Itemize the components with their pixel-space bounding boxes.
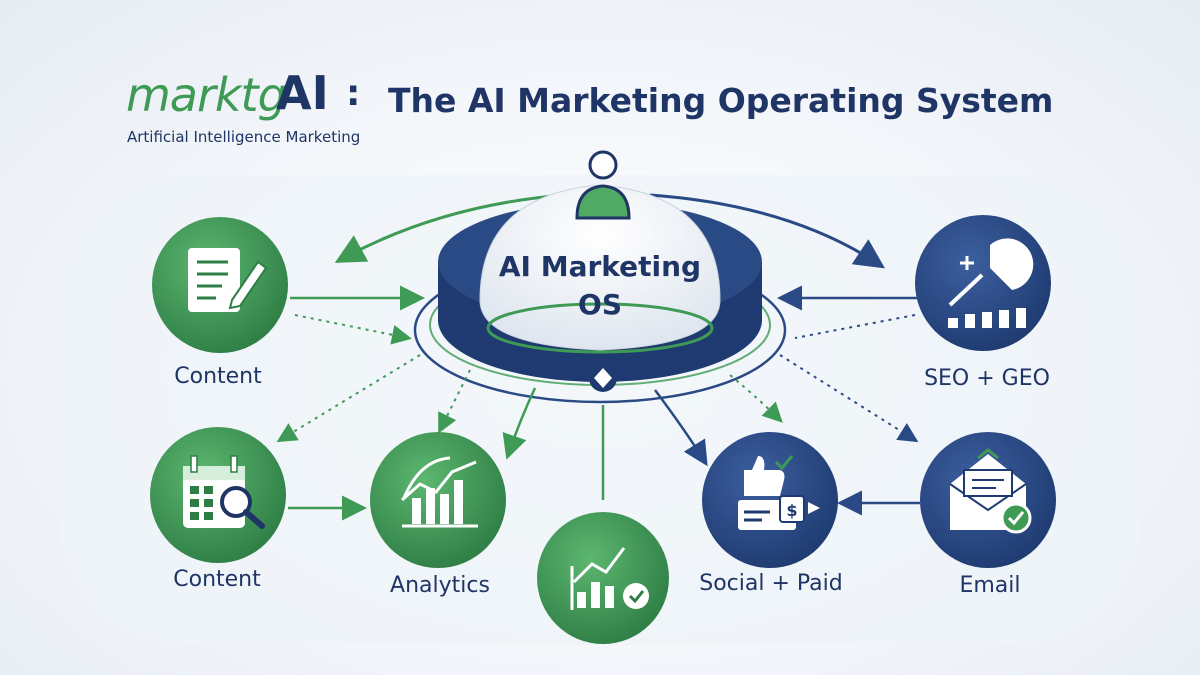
arc-to-seo <box>649 193 885 269</box>
document-pen-icon <box>188 248 268 312</box>
logo-wordmark: marktg <box>126 68 287 122</box>
logo-ai-mark: AI <box>276 66 329 120</box>
hub-label-line1: AI Marketing <box>498 250 702 283</box>
user-person-icon <box>575 150 631 220</box>
arrow-to-social <box>653 389 708 467</box>
node-content-document <box>152 217 288 353</box>
hub-emblem-icon <box>589 364 617 392</box>
bar-chart-icon <box>401 456 478 528</box>
svg-text:$: $ <box>786 501 797 520</box>
node-email <box>920 432 1056 568</box>
growth-check-icon <box>570 547 649 610</box>
like-payment-icon: $ <box>738 455 820 530</box>
hub-green-band <box>486 302 714 354</box>
node-content-calendar <box>150 427 286 563</box>
node-label-email: Email <box>959 573 1021 598</box>
seo-chart-icon <box>948 238 1034 328</box>
envelope-check-icon <box>949 448 1032 534</box>
dotted-arrow-to-email <box>779 354 919 443</box>
node-label-seo-geo: SEO + GEO <box>924 366 1050 391</box>
logo-tagline: Artificial Intelligence Marketing <box>127 128 361 146</box>
node-label-social-paid: Social + Paid <box>699 571 843 596</box>
node-growth <box>537 512 669 644</box>
hub-label: AI Marketing OS <box>470 248 730 324</box>
backdrop-band <box>60 175 1140 645</box>
arc-to-content <box>334 193 566 263</box>
dotted-arrow-to-content-2 <box>276 354 421 443</box>
arrow-to-analytics-2 <box>502 387 537 460</box>
hub <box>438 184 762 392</box>
hub-label-line2: OS <box>578 287 622 321</box>
node-analytics <box>370 432 506 568</box>
calendar-search-icon <box>183 455 265 529</box>
dotted-arrow-content <box>294 314 412 345</box>
node-seo-geo <box>915 215 1051 351</box>
node-social-paid: $ <box>702 432 838 568</box>
dotted-arrow-to-analytics <box>438 369 471 434</box>
node-label-content-2: Content <box>173 567 261 592</box>
node-label-content-1: Content <box>174 364 262 389</box>
logo-colon: : <box>346 73 361 114</box>
node-label-analytics: Analytics <box>390 573 490 598</box>
page-title: The AI Marketing Operating System <box>388 81 1054 120</box>
